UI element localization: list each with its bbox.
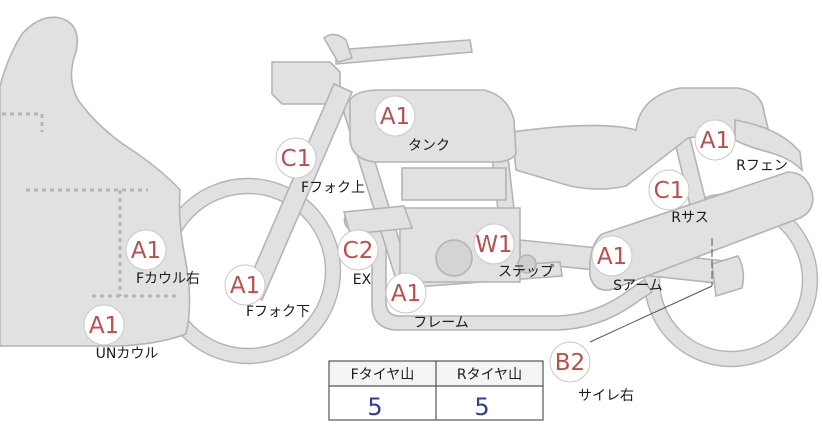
front-fork <box>242 82 354 302</box>
marker-r-fender[interactable]: A1 Rフェン <box>694 119 788 174</box>
rear-fender <box>734 119 804 173</box>
marker-code: A1 <box>131 238 161 264</box>
marker-s-arm[interactable]: A1 Sアーム <box>591 235 663 294</box>
marker-label: EX <box>353 272 372 288</box>
marker-label: Fフォク下 <box>246 304 310 320</box>
handlebar-grip <box>322 33 354 63</box>
marker-label: UNカウル <box>96 346 159 362</box>
marker-label: Fフォク上 <box>301 180 365 196</box>
marker-tank[interactable]: A1 タンク <box>374 95 450 154</box>
marker-code: A1 <box>380 104 410 130</box>
marker-label: Sアーム <box>613 278 663 294</box>
marker-f-fork-lower[interactable]: A1 Fフォク下 <box>224 264 310 320</box>
motorcycle-silhouette <box>0 16 819 368</box>
marker-silencer-right[interactable]: B2 サイレ右 <box>549 341 634 404</box>
marker-code: A1 <box>230 273 260 299</box>
handlebar <box>335 39 473 65</box>
cowl-seam-top <box>2 112 44 132</box>
seat <box>511 87 769 190</box>
marker-label: Fカウル右 <box>136 271 200 287</box>
table-header-front: Fタイヤ山 <box>351 367 415 383</box>
marker-label: フレーム <box>413 315 469 331</box>
marker-un-cowl[interactable]: A1 UNカウル <box>83 304 159 362</box>
table-value-front: 5 <box>367 393 382 421</box>
marker-r-suspension[interactable]: C1 Rサス <box>648 169 709 226</box>
marker-code: B2 <box>555 350 585 376</box>
marker-ex[interactable]: C2 EX <box>337 229 379 288</box>
muffler-tip <box>711 255 745 298</box>
marker-f-cowl-right[interactable]: A1 Fカウル右 <box>125 229 200 287</box>
marker-code: A1 <box>597 244 627 270</box>
marker-code: A1 <box>89 313 119 339</box>
marker-label: サイレ右 <box>578 388 634 404</box>
marker-code: A1 <box>391 281 421 307</box>
muffler <box>588 171 814 292</box>
marker-label: タンク <box>408 138 450 154</box>
marker-frame[interactable]: A1 フレーム <box>385 272 469 331</box>
marker-label: Rサス <box>671 210 708 226</box>
marker-code: C2 <box>343 238 374 264</box>
marker-code: W1 <box>475 232 512 258</box>
marker-code: C1 <box>281 146 312 172</box>
marker-code: A1 <box>700 128 730 154</box>
tire-tread-table: Fタイヤ山 Rタイヤ山 5 5 <box>328 360 544 421</box>
leader-silencer <box>589 285 713 343</box>
marker-label: Rフェン <box>736 158 788 174</box>
marker-f-fork-upper[interactable]: C1 Fフォク上 <box>275 137 365 196</box>
table-header-rear: Rタイヤ山 <box>457 367 522 383</box>
marker-code: C1 <box>654 178 685 204</box>
table-value-rear: 5 <box>474 393 489 421</box>
marker-label: ステップ <box>498 264 554 280</box>
marker-step[interactable]: W1 ステップ <box>473 223 554 280</box>
